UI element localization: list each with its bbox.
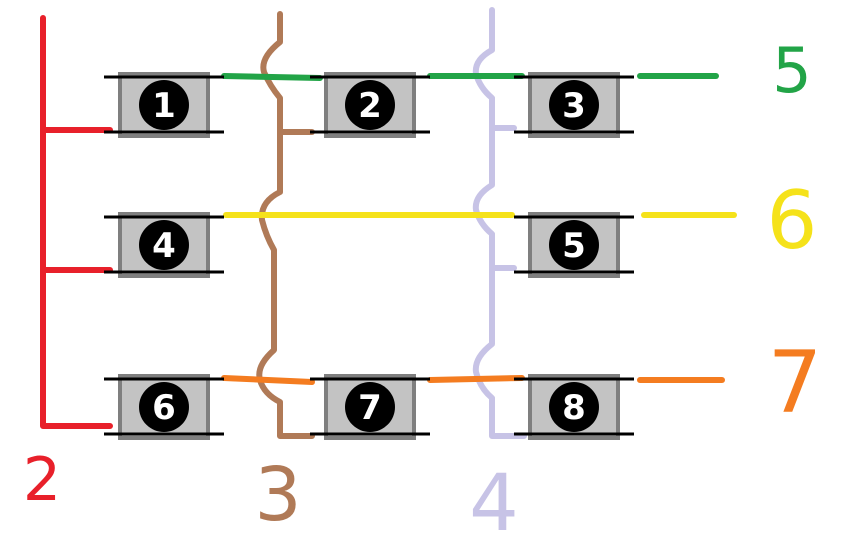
button-cap — [345, 80, 395, 130]
button-cap — [139, 80, 189, 130]
net-label-4: 4 — [469, 459, 519, 544]
net-label-6: 6 — [767, 174, 818, 267]
button-number: 1 — [152, 86, 176, 126]
push-button-8: 8 — [514, 374, 634, 440]
push-button-2: 2 — [310, 72, 430, 138]
button-number: 3 — [562, 86, 586, 126]
push-button-4: 4 — [104, 212, 224, 278]
button-number: 5 — [562, 226, 586, 266]
net-label-7: 7 — [768, 333, 823, 433]
button-number: 8 — [562, 388, 586, 428]
net-2-wire — [40, 15, 113, 429]
push-button-6: 6 — [104, 374, 224, 440]
push-button-7: 7 — [310, 374, 430, 440]
button-number: 4 — [152, 226, 176, 266]
button-cap — [139, 382, 189, 432]
button-cap — [139, 220, 189, 270]
push-button-1: 1 — [104, 72, 224, 138]
button-cap — [345, 382, 395, 432]
net-label-5: 5 — [772, 34, 811, 107]
net-5-wire — [221, 73, 719, 81]
push-button-5: 5 — [514, 212, 634, 278]
button-cap — [549, 382, 599, 432]
button-cap — [549, 80, 599, 130]
net-7-wire — [221, 375, 725, 385]
button-cap — [549, 220, 599, 270]
net-label-2: 2 — [23, 445, 61, 515]
net-label-3: 3 — [254, 452, 301, 538]
button-number: 7 — [358, 388, 382, 428]
button-number: 6 — [152, 388, 176, 428]
button-number: 2 — [358, 86, 382, 126]
push-button-3: 3 — [514, 72, 634, 138]
